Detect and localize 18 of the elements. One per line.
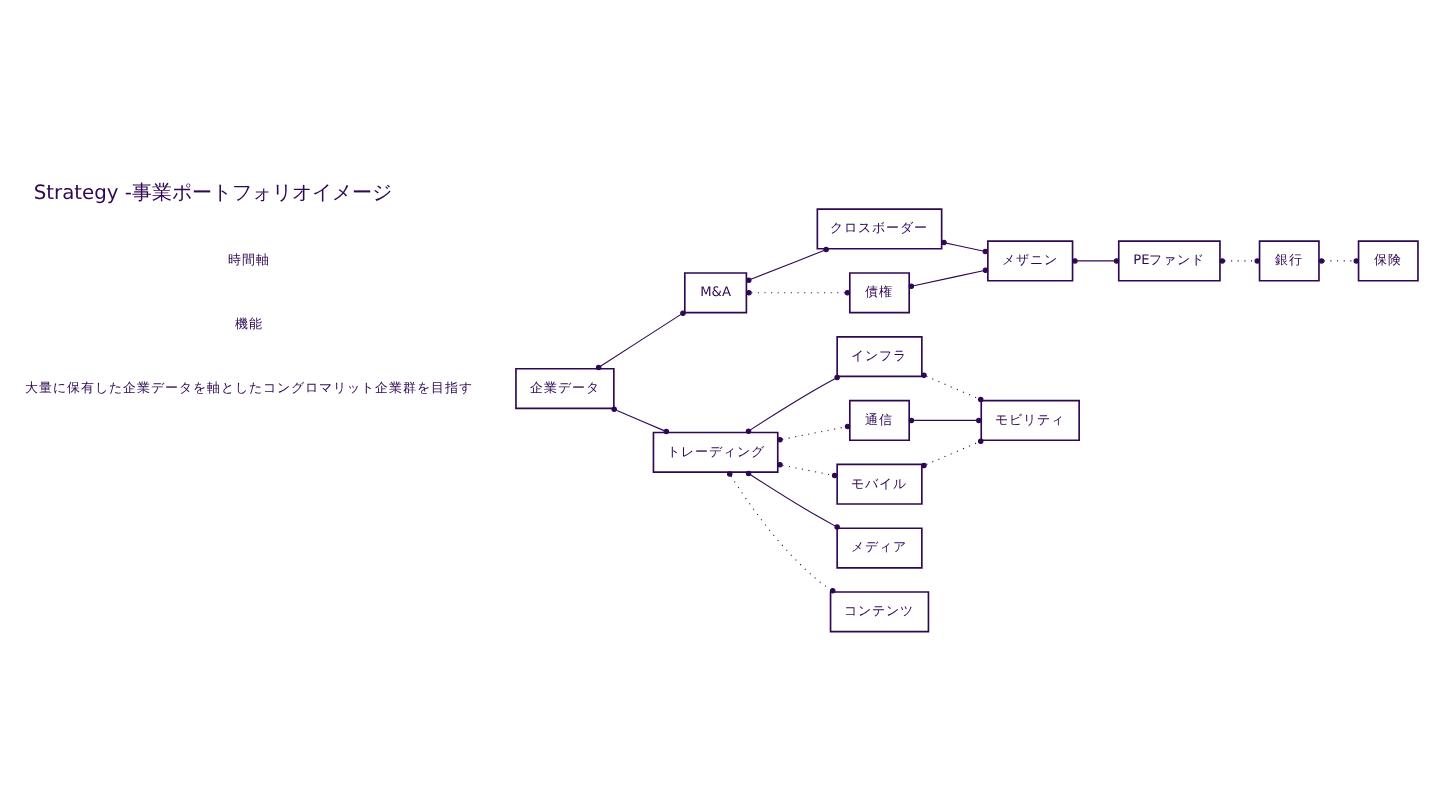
diagram-title: Strategy -事業ポートフォリオイメージ [33,182,392,205]
connector [921,372,984,403]
connector [746,246,829,283]
connector [777,462,838,479]
connector [1072,258,1120,264]
connector [1318,258,1359,264]
connector [908,267,989,289]
connector [745,470,840,530]
connector [777,423,851,443]
connector [611,406,670,435]
connector [595,310,686,371]
connector [746,290,851,296]
connector [1219,258,1260,264]
connector [908,417,982,424]
connector [941,239,989,255]
connector [921,438,984,469]
connector [745,374,840,434]
connector [727,471,836,594]
